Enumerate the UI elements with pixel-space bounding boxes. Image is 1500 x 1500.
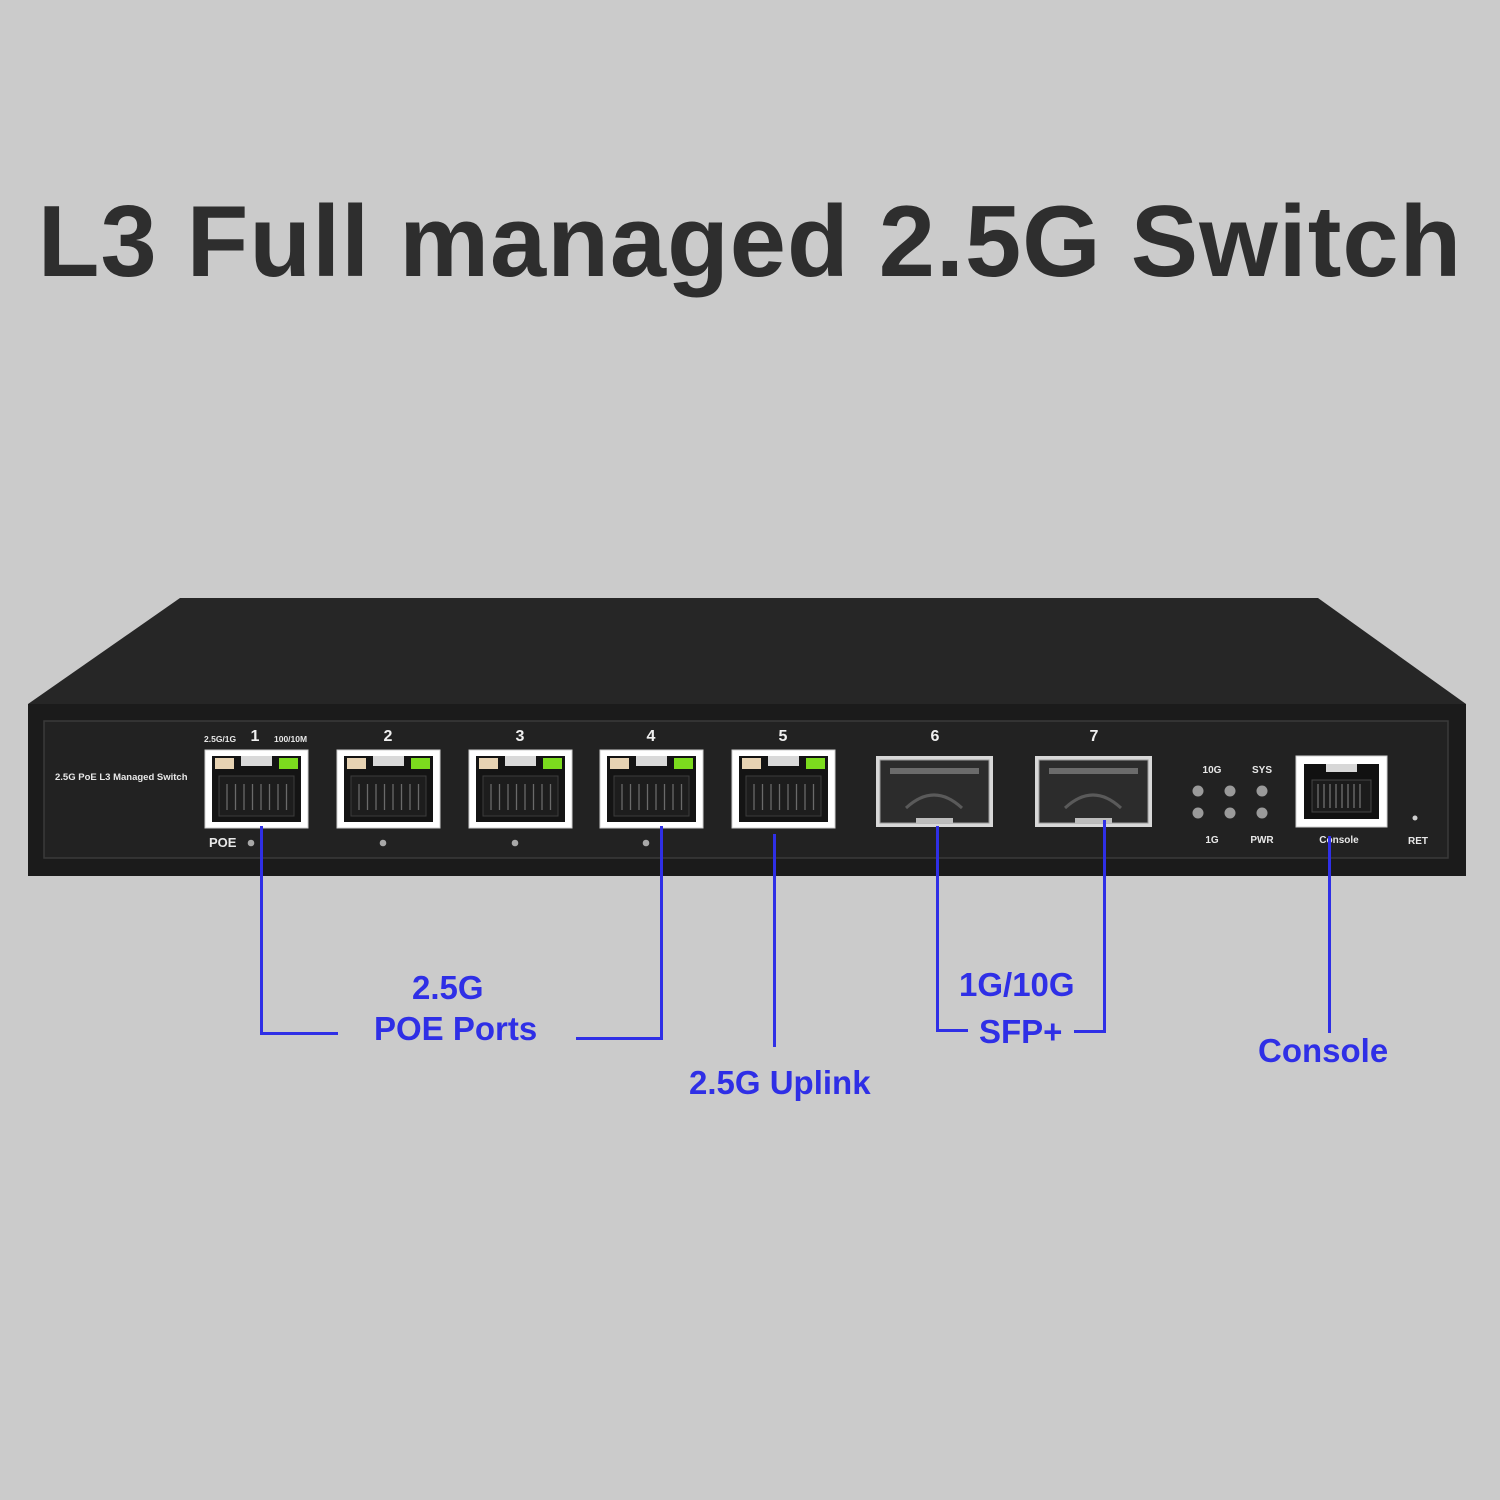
rj45-port-1[interactable]: 1 <box>204 728 309 847</box>
sfp-port-7[interactable]: 7 <box>1035 728 1152 827</box>
poe-led-2 <box>379 839 387 847</box>
led-label-1g: 1G <box>1205 835 1219 846</box>
speed-label-left: 2.5G/1G <box>204 734 237 744</box>
callout-sfp-line2: SFP+ <box>979 1013 1063 1050</box>
poe-label: POE <box>209 835 237 850</box>
link-led-amber <box>479 758 498 769</box>
poe-led-3 <box>511 839 519 847</box>
led-10g-b <box>1224 785 1236 797</box>
callout-line-port1-vertical <box>260 826 263 1035</box>
port-number-6: 6 <box>931 728 940 745</box>
callout-poe-ports-line1: 2.5G <box>412 969 484 1006</box>
console-port <box>1295 755 1388 828</box>
callout-line-console <box>1328 836 1331 1033</box>
reset-label: RET <box>1408 836 1428 847</box>
led-sys <box>1256 785 1268 797</box>
port-number-3: 3 <box>516 728 525 745</box>
callout-uplink: 2.5G Uplink <box>689 1064 871 1101</box>
link-led-amber <box>347 758 366 769</box>
callout-line-sfp7-horizontal <box>1074 1030 1106 1033</box>
rj45-port-5[interactable]: 5 <box>731 728 836 829</box>
callout-line-port4-horizontal <box>576 1037 663 1040</box>
link-led-green <box>543 758 562 769</box>
callout-line-port1-horizontal <box>260 1032 338 1035</box>
callout-sfp-line1: 1G/10G <box>959 966 1075 1003</box>
port-number-4: 4 <box>647 728 656 745</box>
port-number-1: 1 <box>251 728 260 745</box>
led-1g-b <box>1224 807 1236 819</box>
led-1g-a <box>1192 807 1204 819</box>
port-number-7: 7 <box>1090 728 1099 745</box>
link-led-green <box>806 758 825 769</box>
callout-line-port4-vertical <box>660 826 663 1040</box>
link-led-amber <box>610 758 629 769</box>
link-led-amber <box>215 758 234 769</box>
link-led-green <box>279 758 298 769</box>
sfp-port-6[interactable]: 6 <box>876 728 993 827</box>
callout-poe-ports-line2: POE Ports <box>374 1010 538 1047</box>
led-label-pwr: PWR <box>1250 835 1274 846</box>
poe-led-4 <box>642 839 650 847</box>
page-title: L3 Full managed 2.5G Switch <box>37 186 1463 298</box>
callout-line-uplink <box>773 834 776 1047</box>
port-number-2: 2 <box>384 728 393 745</box>
led-pwr <box>1256 807 1268 819</box>
link-led-amber <box>742 758 761 769</box>
led-label-sys: SYS <box>1252 765 1272 776</box>
rj45-port-3[interactable]: 3 <box>468 728 573 847</box>
port-number-5: 5 <box>779 728 788 745</box>
link-led-green <box>411 758 430 769</box>
led-label-10g: 10G <box>1203 765 1222 776</box>
callout-line-sfp6-horizontal <box>936 1029 968 1032</box>
model-label: 2.5G PoE L3 Managed Switch <box>55 772 188 783</box>
callout-line-sfp6-vertical <box>936 826 939 1032</box>
chassis-top <box>28 598 1466 704</box>
callout-console: Console <box>1258 1032 1389 1069</box>
callout-line-sfp7-vertical <box>1103 820 1106 1033</box>
rj45-port-4[interactable]: 4 <box>599 728 704 847</box>
led-10g-a <box>1192 785 1204 797</box>
rj45-port-group: 1 2 3 4 5 <box>204 728 836 847</box>
speed-label-right: 100/10M <box>274 734 307 744</box>
poe-led-1 <box>247 839 255 847</box>
rj45-port-2[interactable]: 2 <box>336 728 441 847</box>
link-led-green <box>674 758 693 769</box>
console-port-label: Console <box>1319 835 1359 846</box>
reset-button[interactable] <box>1412 815 1418 821</box>
